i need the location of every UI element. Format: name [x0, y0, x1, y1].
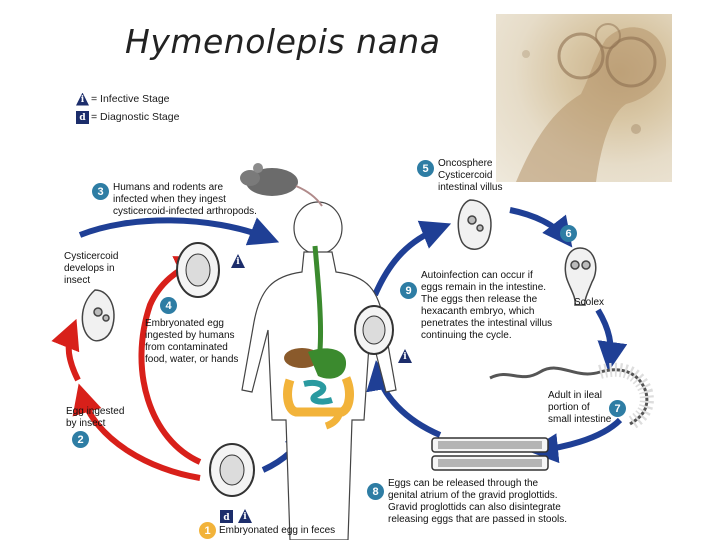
legend-infective: i = Infective Stage [76, 90, 179, 108]
step-1-label: Embryonated egg in feces [219, 525, 336, 536]
step-9-label: Autoinfection can occur if eggs remain i… [421, 270, 553, 341]
step-5-badge: 5 [417, 160, 434, 177]
step-4-badge: 4 [160, 297, 177, 314]
legend-diagnostic: d = Diagnostic Stage [76, 108, 179, 126]
legend-infective-label: = Infective Stage [91, 93, 170, 105]
step-9-badge: 9 [400, 282, 417, 299]
cysticercoid-label: Cysticercoid develops in insect [64, 251, 119, 286]
adult-worm-image [489, 362, 654, 431]
step-4-label: Embryonated egg ingested by humans from … [145, 318, 239, 365]
step-3-label: Humans and rodents are infected when the… [113, 182, 257, 217]
digestive-tract [283, 245, 354, 430]
egg-step-1 [209, 443, 255, 497]
micrograph-photo [496, 14, 672, 182]
oncosphere-villus [457, 199, 492, 250]
step-6-badge: 6 [560, 225, 577, 242]
arrow-6 [509, 207, 573, 248]
step-6-label: Scolex [574, 297, 605, 308]
step-1-badge: 1 [199, 522, 216, 539]
arrow-7 [595, 308, 628, 372]
scolex-image [564, 247, 597, 306]
arrow-4 [138, 256, 206, 465]
legend-diagnostic-label: = Diagnostic Stage [91, 111, 180, 123]
diagnostic-stage-icon: d [220, 510, 233, 523]
egg-step-4 [176, 242, 220, 298]
step-7-label: Adult in ileal portion of small intestin… [548, 390, 612, 425]
page-title: Hymenolepis nana [125, 22, 441, 61]
step-7-badge: 7 [609, 400, 626, 417]
egg-step-9 [354, 305, 394, 355]
cysticercoid-insect [81, 289, 115, 342]
step-8-label: Eggs can be released through the genital… [388, 478, 567, 525]
step-8-badge: 8 [367, 483, 384, 500]
rat-image [240, 163, 323, 207]
legend: i = Infective Stage d = Diagnostic Stage [76, 90, 179, 126]
arrow-5 [372, 220, 452, 297]
step-3-badge: 3 [92, 183, 109, 200]
step-2-label: Egg ingested by insect [66, 406, 125, 429]
diagnostic-stage-icon: d [76, 110, 89, 124]
arrow-autoinfection [366, 360, 442, 438]
step-2-badge: 2 [72, 431, 89, 448]
arrow-2 [51, 318, 81, 382]
gravid-proglottids-image [431, 437, 549, 471]
step-5-label: Oncosphere Cysticercoid intestinal villu… [438, 158, 503, 193]
arrow-3 [78, 217, 280, 246]
arrow-outer-left [72, 383, 201, 481]
